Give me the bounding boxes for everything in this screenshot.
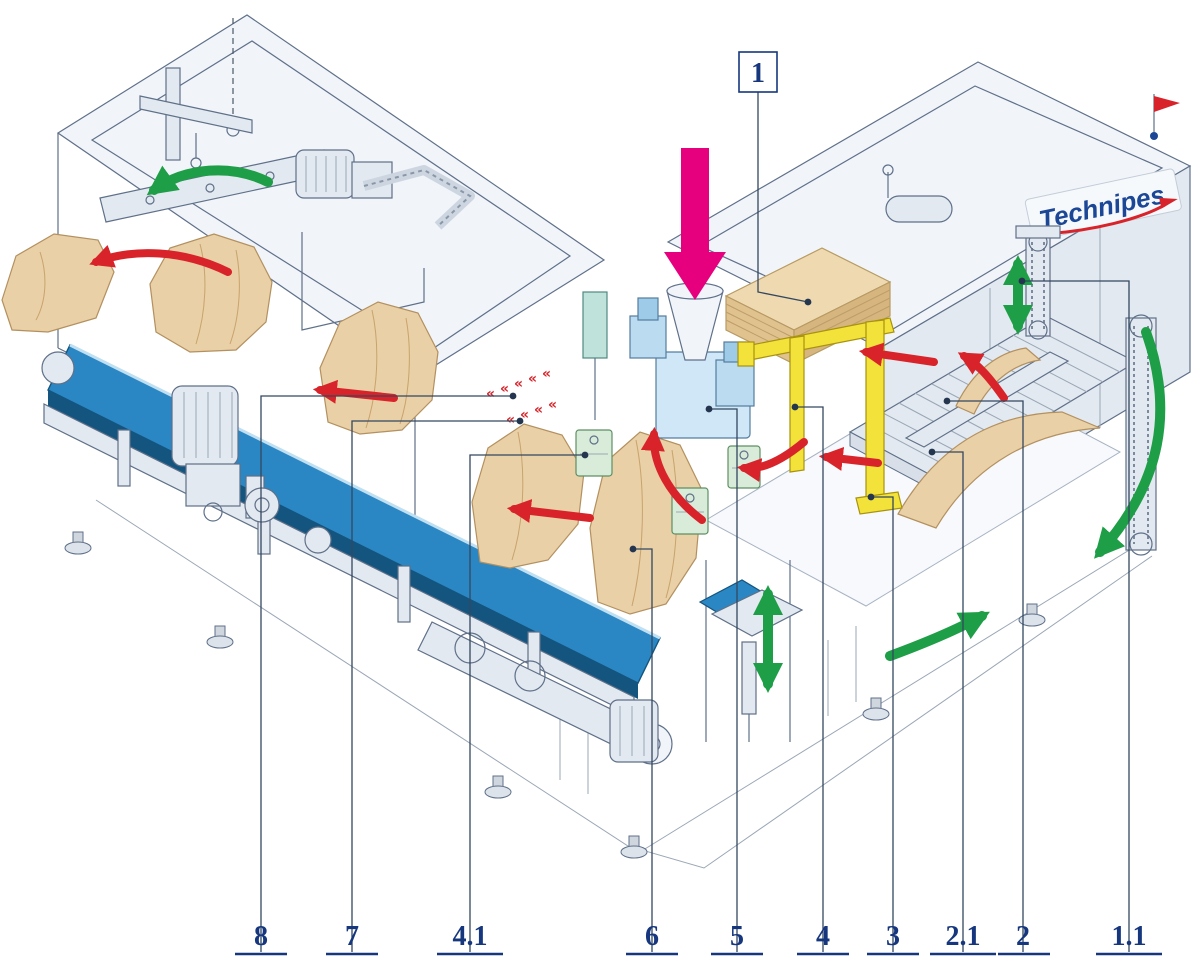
svg-text:«: «: [528, 371, 537, 387]
callout-7-label: 7: [345, 921, 359, 952]
callout-1-1-label: 1.1: [1112, 921, 1147, 952]
callout-6-label: 6: [645, 921, 659, 952]
callout-1-label: 1: [751, 58, 765, 89]
bag-former: [582, 291, 608, 420]
svg-text:«: «: [506, 412, 515, 428]
callout-4-label: 4: [816, 921, 830, 952]
callout-6: 6: [626, 545, 678, 956]
callout-8: 8: [235, 392, 517, 956]
svg-text:«: «: [500, 381, 509, 397]
film-unwinder: [99, 67, 331, 223]
dosing-unit: [629, 297, 755, 439]
logo-flag-icon: [1159, 197, 1178, 209]
callout-3-label: 3: [886, 921, 900, 952]
svg-text:«: «: [548, 397, 557, 413]
callout-2-1: 2.1: [928, 448, 996, 956]
product-infeed-arrow: [664, 148, 726, 300]
machine-feet: [64, 531, 1046, 859]
callout-1-1: 1.1: [1018, 277, 1162, 956]
callout-2-label: 2: [1016, 921, 1030, 952]
callout-3: 3: [867, 493, 919, 956]
bags: [1, 233, 703, 615]
paper-sheet-large: [897, 411, 1101, 529]
bag-at-filling: [589, 431, 703, 615]
svg-text:«: «: [534, 402, 543, 418]
conveyor-motor: [171, 385, 241, 522]
air-tank: [882, 164, 953, 223]
callout-5: 5: [705, 405, 763, 956]
svg-text:«: «: [514, 376, 523, 392]
bag-exiting: [1, 233, 115, 333]
callout-8-label: 8: [254, 921, 268, 952]
callout-2-1-label: 2.1: [946, 921, 981, 952]
bag-on-conveyor-3: [471, 423, 585, 569]
svg-text:«: «: [486, 386, 495, 402]
bag-flow-arrows: [89, 244, 1008, 524]
pick-place-frame: [737, 317, 903, 515]
callout-4-1: 4.1: [437, 451, 589, 956]
callout-2: 2: [943, 397, 1050, 956]
machine-motion-arrows: [146, 165, 1166, 693]
guide-rollers: [244, 475, 332, 554]
callout-4-1-label: 4.1: [453, 921, 488, 952]
svg-text:«: «: [542, 366, 551, 382]
svg-text:«: «: [520, 407, 529, 423]
discharge-conveyor: [417, 621, 673, 765]
callout-5-label: 5: [730, 921, 744, 952]
flag-ornament-icon: [1150, 94, 1180, 140]
bag-transfer-elevator: [698, 560, 804, 742]
callout-7: 7: [326, 417, 524, 956]
spray-nozzles: « « « « « « « « «: [486, 366, 557, 428]
bag-on-conveyor-1: [149, 233, 273, 353]
hold-down-bar: [904, 351, 1070, 448]
technipes-logo: Technipes: [1024, 168, 1182, 241]
callout-4: 4: [791, 403, 849, 956]
paper-sheet-small: [955, 347, 1042, 415]
callout-1: 1: [738, 51, 812, 306]
